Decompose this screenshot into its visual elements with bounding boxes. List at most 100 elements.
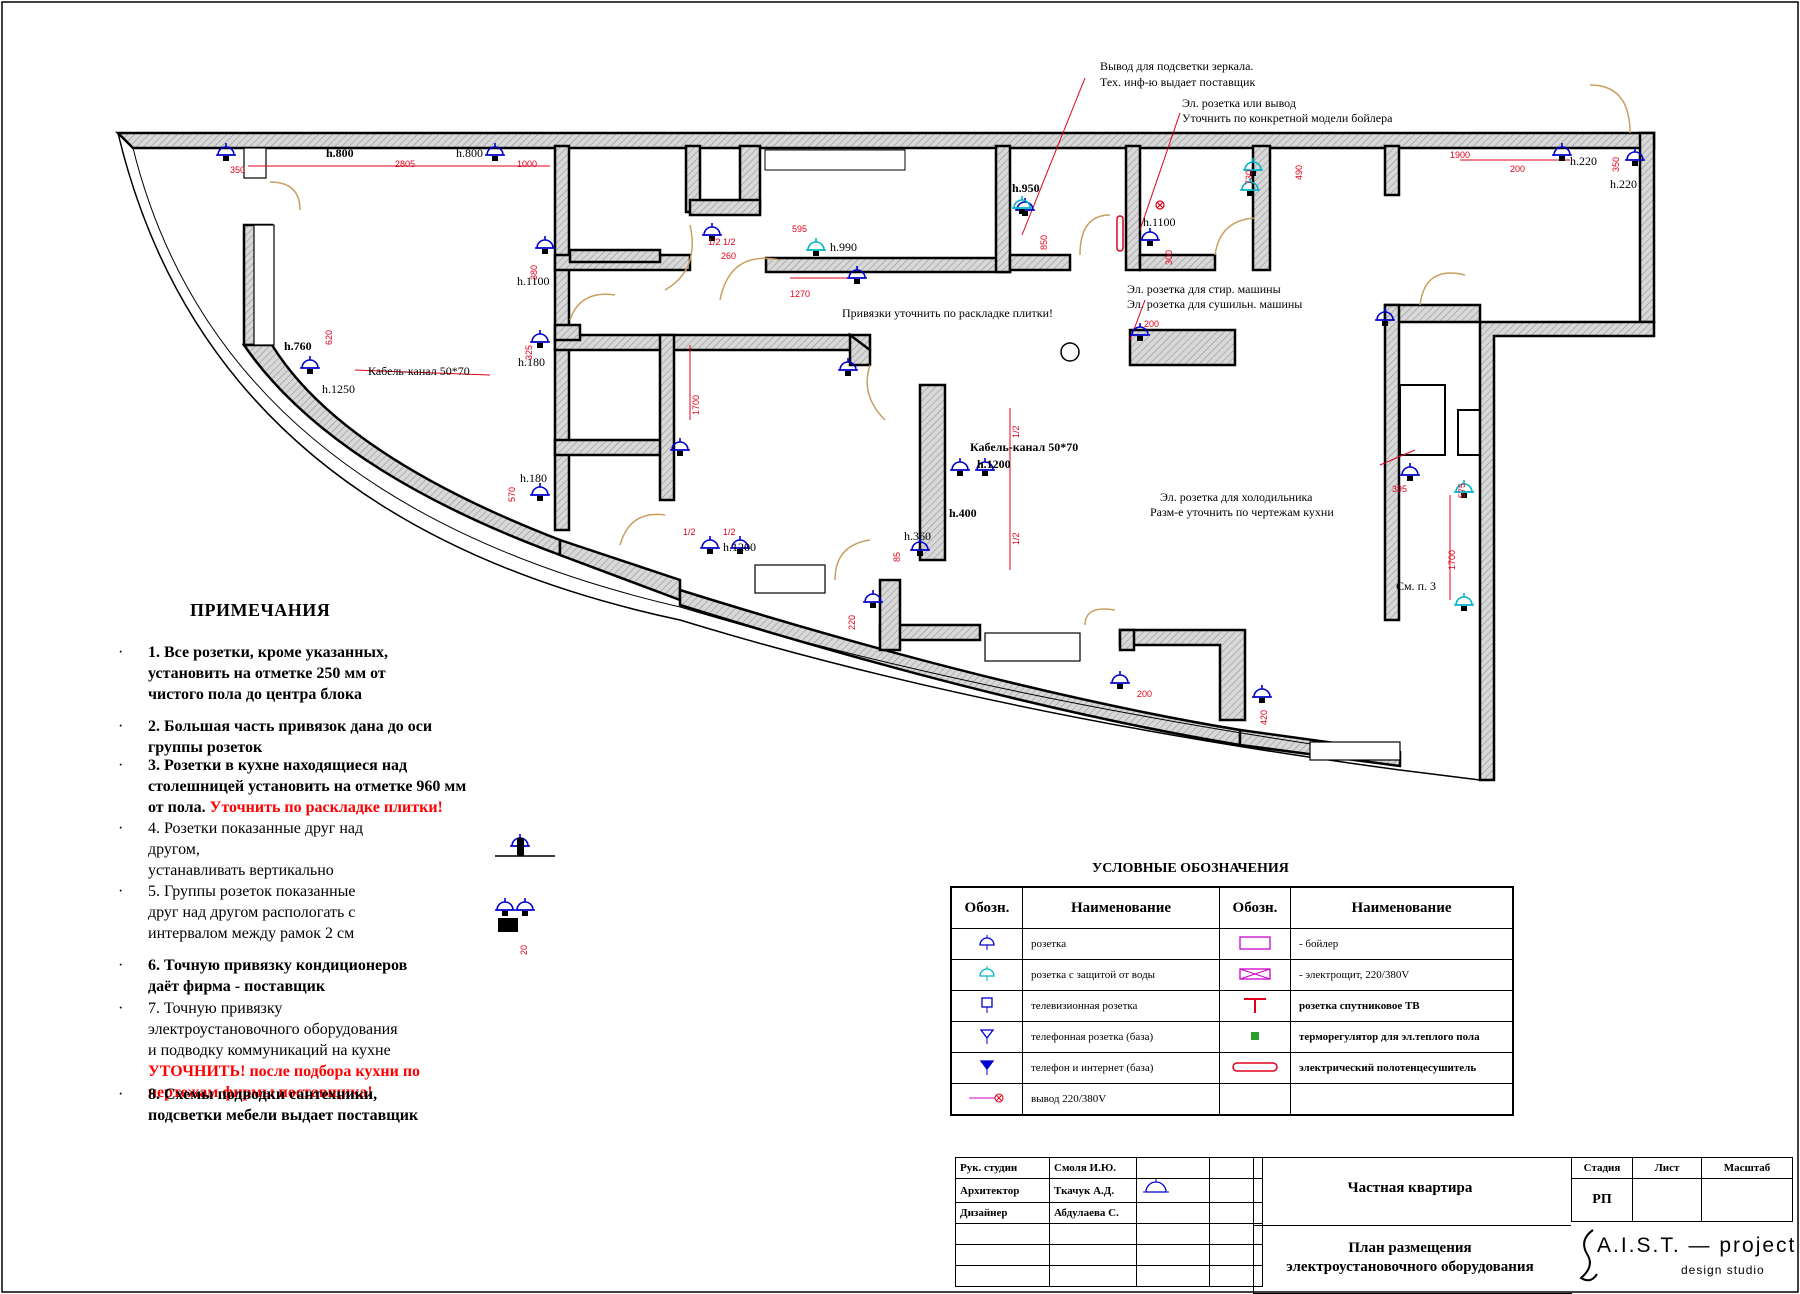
dimension-label: 300 [1164, 249, 1174, 265]
plan-label-h220b: h.220 [1610, 177, 1637, 191]
stamp-signature [1136, 1244, 1210, 1266]
stamp-stage-label: Стадия [1571, 1157, 1633, 1179]
note-warning: УТОЧНИТЬ! после подбора кухни по [148, 1063, 421, 1080]
dimension-label: 1270 [790, 289, 811, 299]
note-warning: чертежам фирмы поставщика! [148, 1084, 373, 1101]
dimension-label: 325 [524, 344, 534, 360]
legend-header-name: Наименование [1022, 886, 1220, 929]
plan-label-h800b: h.800 [456, 146, 483, 160]
plan-label-cable-2: Кабель-канал 50*70 [970, 440, 1079, 454]
socket-icon [950, 928, 1023, 960]
plan-label-h1200a: h.1200 [977, 457, 1011, 471]
stamp-person: Ткачук А.Д. [1049, 1178, 1137, 1203]
stamp-sheet-value [1632, 1178, 1702, 1222]
dimension-label: 1700 [691, 394, 701, 415]
note-line: 8. Схемы подводки сантехники, [148, 1086, 378, 1103]
shaft-blocks [764, 149, 1481, 456]
note-bullet: · [118, 644, 124, 661]
plan-label-h360: h.360 [904, 529, 931, 543]
dimension-label: 1/2 [723, 237, 736, 247]
note-line: 7. Точную привязку [148, 1000, 283, 1017]
stamp-signature [1136, 1157, 1210, 1179]
thermostat-icon [1219, 1021, 1291, 1053]
plan-label-boiler-2: Уточнить по конкретной модели бойлера [1182, 111, 1393, 125]
note-line: группы розеток [148, 739, 263, 756]
dimension-label: 570 [507, 486, 517, 502]
dimension-label: 850 [1039, 234, 1049, 250]
note-line: чистого пола до центра блока [148, 686, 362, 703]
stamp-role [955, 1223, 1050, 1245]
plan-label-mirror-light-1: Вывод для подсветки зеркала. [1100, 59, 1254, 73]
note-text: 5. Группы розеток показанные друг над дру… [148, 881, 355, 944]
legend-symbol [1219, 1083, 1291, 1116]
legend-row: телефонная розетка (база)терморегулятор … [950, 1021, 1514, 1053]
dimension-label: 620 [324, 329, 334, 345]
stamp-date [1209, 1265, 1263, 1287]
brand-subtitle: design studio [1681, 1263, 1765, 1277]
stamp-person [1049, 1265, 1137, 1287]
note-line: 2. Большая часть привязок дана до оси [148, 718, 433, 735]
plan-label-mirror-light-2: Тех. инф-ю выдает поставщик [1100, 75, 1256, 89]
dimension-label: 350 [230, 165, 246, 175]
stamp-row [955, 1244, 1263, 1266]
note-item: · 8. Схемы подводки сантехники, подсветки … [118, 1084, 419, 1126]
stamp-person: Смоля И.Ю. [1049, 1157, 1137, 1179]
dimension-label: 1700 [1447, 549, 1457, 570]
towel-dryer-symbol [1116, 215, 1124, 252]
note-line: 5. Группы розеток показанные [148, 883, 356, 900]
dimension-label: 1/2 [1011, 532, 1021, 545]
stamp-stage-value: РП [1571, 1178, 1633, 1222]
plan-label-boiler-1: Эл. розетка или вывод [1182, 96, 1296, 110]
doors [269, 84, 1631, 626]
note-line: подсветки мебели выдает поставщик [148, 1107, 419, 1124]
plan-label-see-p3: См. п. 3 [1396, 579, 1437, 593]
brand-name: A.I.S.T. — project [1597, 1234, 1797, 1257]
outlet-220-icon [950, 1083, 1023, 1116]
stamp-divider [1253, 1225, 1571, 1226]
dimension-label: 1/2 [1011, 425, 1021, 438]
socket-icon [1143, 1179, 1169, 1193]
leader-lines [248, 77, 1570, 600]
plan-label-washer-1: Эл. розетка для стир. машины [1127, 282, 1281, 296]
legend-label: телевизионная розетка [1022, 990, 1220, 1022]
note-bullet: · [118, 718, 124, 735]
note-line: интервалом между рамок 2 см [148, 925, 355, 942]
note-bullet: · [118, 1086, 124, 1103]
stamp-sheet-label: Лист [1632, 1157, 1702, 1179]
waterproof-socket-icon [950, 959, 1023, 991]
note-bullet: · [118, 820, 124, 837]
dimension-label: 1900 [1450, 150, 1471, 160]
note-warning: Уточнить по раскладке плитки! [209, 799, 443, 816]
switchboard-icon [1219, 959, 1291, 991]
legend-label: - бойлер [1290, 928, 1514, 960]
legend-label: телефон и интернет (база) [1022, 1052, 1220, 1084]
brand-logo-icon [1579, 1229, 1598, 1282]
note-line: друг над другом распологать с [148, 904, 356, 921]
legend-label: розетка [1022, 928, 1220, 960]
boiler-outlet-symbol [1155, 200, 1165, 210]
plan-label-fridge-2: Разм-е уточнить по чертежам кухни [1150, 505, 1334, 519]
windows [243, 147, 1401, 761]
dimension-label: 420 [1259, 709, 1269, 725]
plan-label-cable-1: Кабель-канал 50*70 [368, 364, 470, 378]
note-pictogram-stacked [495, 833, 555, 857]
note-line: даёт фирма - поставщик [148, 978, 326, 995]
plan-label-tile-note: Привязки уточнить по раскладке плитки! [842, 306, 1053, 320]
stamp-signature [1136, 1178, 1210, 1203]
legend-label [1290, 1083, 1514, 1116]
stamp-role [955, 1244, 1050, 1266]
dimension-label: 1/2 [683, 527, 696, 537]
dimension-label: 1/2 [708, 237, 721, 247]
towel-dryer-icon [1219, 1052, 1291, 1084]
stamp-scale-value [1701, 1178, 1793, 1222]
note-line: другом, [148, 841, 200, 858]
